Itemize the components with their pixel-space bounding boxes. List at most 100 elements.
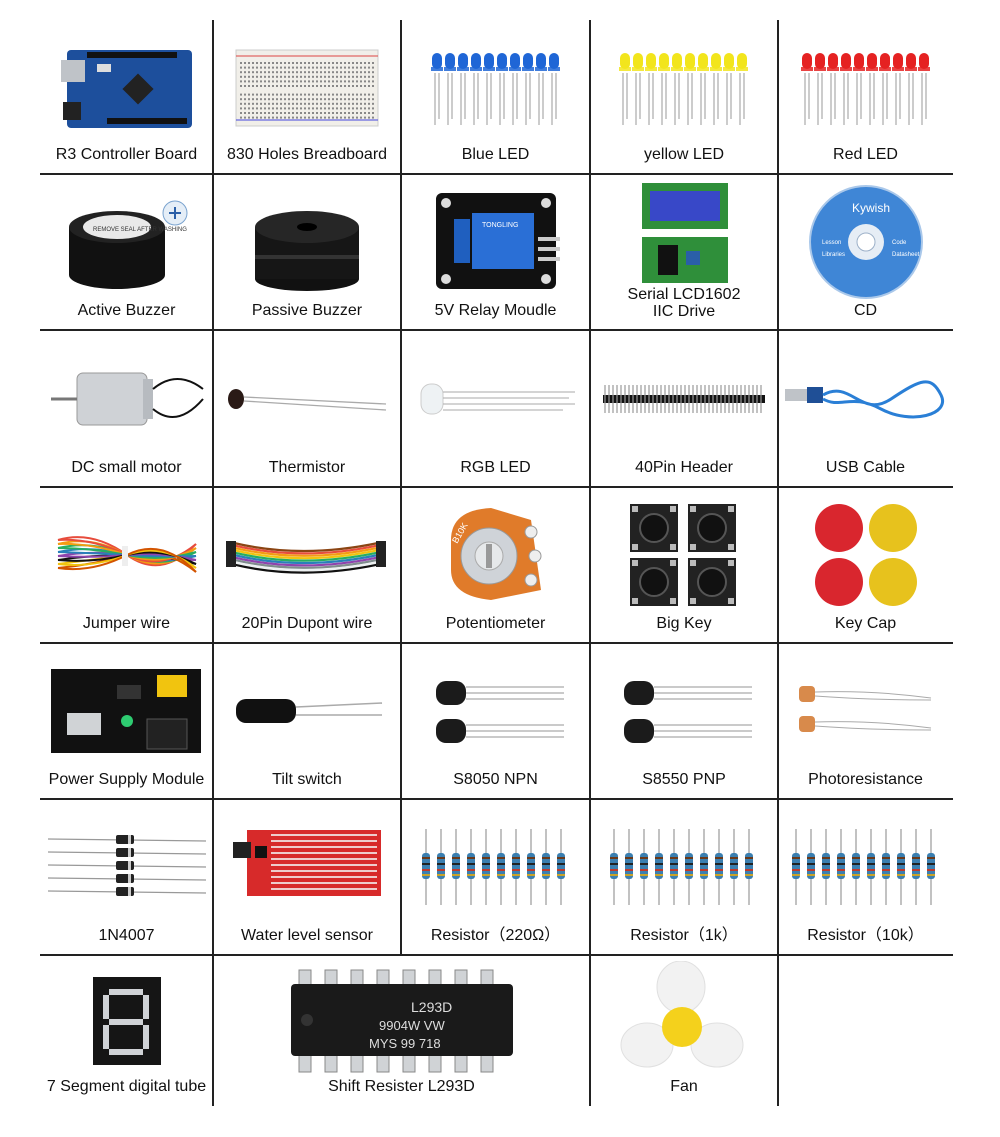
component-cell: Big Key [590, 487, 778, 643]
resistor-icon [401, 807, 590, 927]
dupont-ribbon-icon [213, 495, 401, 615]
component-label: CD [853, 302, 878, 319]
resistor-icon [590, 807, 778, 927]
disc-label-text: Libraries [822, 252, 845, 258]
chip-marking-line: 9904W VW [379, 1018, 445, 1033]
transistor-icon [590, 651, 778, 771]
component-cell: Resistor（220Ω） [401, 799, 590, 955]
grid-divider-vertical [777, 20, 779, 174]
lcd-module-icon [590, 182, 778, 286]
buzzer-icon [213, 182, 401, 302]
component-cell: DC small motor [40, 330, 213, 487]
disc-label-text: Code [892, 240, 907, 246]
microcontroller-board-icon [40, 28, 213, 146]
component-label: Key Cap [834, 615, 897, 632]
component-cell: Water level sensor [213, 799, 401, 955]
led-icon [590, 28, 778, 146]
component-label: Serial LCD1602 IIC Drive [627, 286, 741, 320]
component-cell: R3 Controller Board [40, 20, 213, 174]
component-cell: yellow LED [590, 20, 778, 174]
chip-marking-line: L293D [411, 999, 452, 1015]
grid-divider-vertical [589, 643, 591, 799]
grid-divider-horizontal [40, 642, 953, 644]
component-label: 20Pin Dupont wire [241, 615, 373, 632]
power-supply-module-icon [40, 651, 213, 771]
component-cell: USB Cable [778, 330, 953, 487]
grid-divider-vertical [400, 799, 402, 955]
component-cell: Tilt switch [213, 643, 401, 799]
breadboard-icon [213, 28, 401, 146]
component-cell: Resistor（1k） [590, 799, 778, 955]
push-button-icon [590, 495, 778, 615]
component-label: R3 Controller Board [55, 146, 198, 163]
component-label: Resistor（220Ω） [430, 927, 561, 944]
fan-blade-icon [590, 960, 778, 1078]
grid-divider-vertical [400, 330, 402, 487]
resistor-icon [778, 807, 953, 927]
component-cell: Fan [590, 955, 778, 1106]
component-cell: 40Pin Header [590, 330, 778, 487]
component-label: Passive Buzzer [251, 302, 363, 319]
component-cell: Jumper wire [40, 487, 213, 643]
component-cell: 7 Segment digital tube [40, 955, 213, 1106]
grid-divider-vertical [212, 799, 214, 955]
component-label: Jumper wire [82, 615, 171, 632]
thermistor-icon [213, 338, 401, 459]
pin-header-icon [590, 338, 778, 459]
component-label: Resistor（1k） [630, 927, 738, 944]
component-cell: Blue LED [401, 20, 590, 174]
grid-divider-vertical [212, 955, 214, 1106]
relay-module-icon: TONGLING [401, 182, 590, 302]
component-label: Fan [670, 1078, 698, 1095]
component-cell: 830 Holes Breadboard [213, 20, 401, 174]
grid-divider-horizontal [40, 173, 953, 175]
component-label: 1N4007 [98, 927, 155, 944]
component-label: Thermistor [268, 459, 346, 476]
component-label: 830 Holes Breadboard [226, 146, 388, 163]
usb-cable-icon [778, 338, 953, 459]
key-cap-icon [778, 495, 953, 615]
grid-divider-vertical [212, 330, 214, 487]
component-cell: Resistor（10k） [778, 799, 953, 955]
component-label: yellow LED [643, 146, 725, 163]
potentiometer-icon: B10K [401, 495, 590, 615]
grid-divider-horizontal [40, 954, 953, 956]
component-label: USB Cable [825, 459, 906, 476]
photoresistor-icon [778, 651, 953, 771]
tilt-switch-icon [213, 651, 401, 771]
component-label: Blue LED [461, 146, 530, 163]
relay-print-text: TONGLING [482, 222, 518, 229]
led-icon [778, 28, 953, 146]
component-cell: S8550 PNP [590, 643, 778, 799]
grid-divider-horizontal [40, 329, 953, 331]
component-label: S8050 NPN [453, 771, 538, 788]
component-cell: 1N4007 [40, 799, 213, 955]
component-cell: Photoresistance [778, 643, 953, 799]
grid-divider-horizontal [40, 486, 953, 488]
grid-divider-vertical [212, 487, 214, 643]
grid-divider-vertical [400, 20, 402, 174]
component-cell: Power Supply Module [40, 643, 213, 799]
component-label: S8550 PNP [642, 771, 726, 788]
grid-divider-vertical [589, 799, 591, 955]
chip-marking-line: MYS 99 718 [369, 1036, 441, 1051]
grid-divider-vertical [589, 487, 591, 643]
component-label: Resistor（10k） [807, 927, 924, 944]
dc-motor-icon [40, 338, 213, 459]
component-label: Water level sensor [241, 927, 373, 944]
grid-divider-vertical [777, 174, 779, 330]
water-sensor-icon [213, 807, 401, 927]
grid-divider-vertical [400, 643, 402, 799]
component-cell: RGB LED [401, 330, 590, 487]
disc-brand-text: Kywish [852, 201, 890, 215]
grid-divider-vertical [212, 643, 214, 799]
grid-divider-horizontal [40, 798, 953, 800]
component-cell: S8050 NPN [401, 643, 590, 799]
grid-divider-vertical [777, 487, 779, 643]
component-label: Shift Resister L293D [328, 1078, 475, 1095]
component-label: Active Buzzer [77, 302, 176, 319]
grid-divider-vertical [212, 174, 214, 330]
jumper-wire-icon [40, 495, 213, 615]
